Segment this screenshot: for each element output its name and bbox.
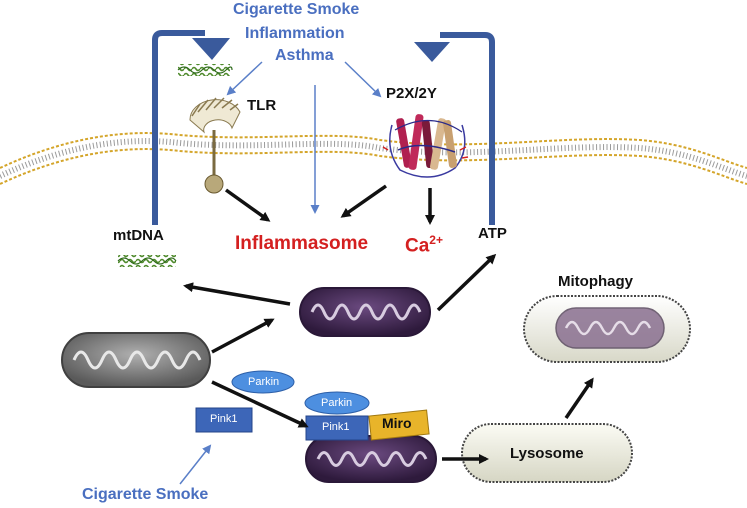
p2x-2y-label: P2X/2Y — [386, 85, 437, 102]
parkin-free-shape — [231, 370, 295, 394]
mtdna-feedback-arrow — [152, 30, 230, 225]
mitophagy-label: Mitophagy — [558, 273, 633, 290]
tlr-label: TLR — [247, 97, 277, 114]
cigarette-smoke-bottom-label: Cigarette Smoke — [82, 486, 209, 503]
smoke-bottom-arrow — [179, 444, 212, 485]
smoke-arrows — [226, 61, 382, 214]
asthma-label: Asthma — [275, 47, 334, 64]
miro-shape — [368, 409, 430, 441]
calcium-label: Ca2+ — [405, 234, 443, 255]
p2x-2y-receptor-icon — [382, 114, 469, 178]
pink1-bound-label: Pink1 — [322, 421, 350, 433]
lysosome-label: Lysosome — [510, 445, 584, 462]
inflammasome-arrows — [224, 184, 435, 225]
cigarette-smoke-top-label: Cigarette Smoke — [233, 1, 360, 18]
tlr-receptor-icon — [189, 97, 241, 194]
pink1-free-label: Pink1 — [210, 413, 238, 425]
mtdna-top-icon — [177, 64, 233, 76]
cell-membrane — [0, 132, 747, 185]
inflammasome-label: Inflammasome — [235, 233, 369, 254]
inflammation-label: Inflammation — [245, 25, 345, 42]
mitochondrion-center — [299, 287, 431, 337]
calcium-label-superscript: 2+ — [429, 233, 443, 247]
mtdna-label: mtDNA — [113, 227, 164, 244]
mtdna-left-icon — [117, 255, 177, 267]
parkin-bound-label: Parkin — [321, 397, 353, 409]
parkin-free-label: Parkin — [248, 376, 280, 388]
lysosome-body — [461, 423, 633, 483]
pink1-bound-shape — [305, 415, 369, 441]
flow-arrows — [183, 253, 594, 464]
atp-feedback-arrow — [414, 32, 495, 225]
pink1-free-shape — [195, 407, 253, 433]
mitochondrion-damaged — [61, 332, 211, 388]
parkin-bound-shape — [304, 391, 370, 415]
calcium-label-base: Ca — [405, 235, 430, 257]
mitophagosome — [523, 295, 691, 363]
miro-label: Miro — [382, 415, 412, 431]
mitochondrion-tagged — [305, 435, 437, 483]
atp-label: ATP — [478, 225, 507, 242]
